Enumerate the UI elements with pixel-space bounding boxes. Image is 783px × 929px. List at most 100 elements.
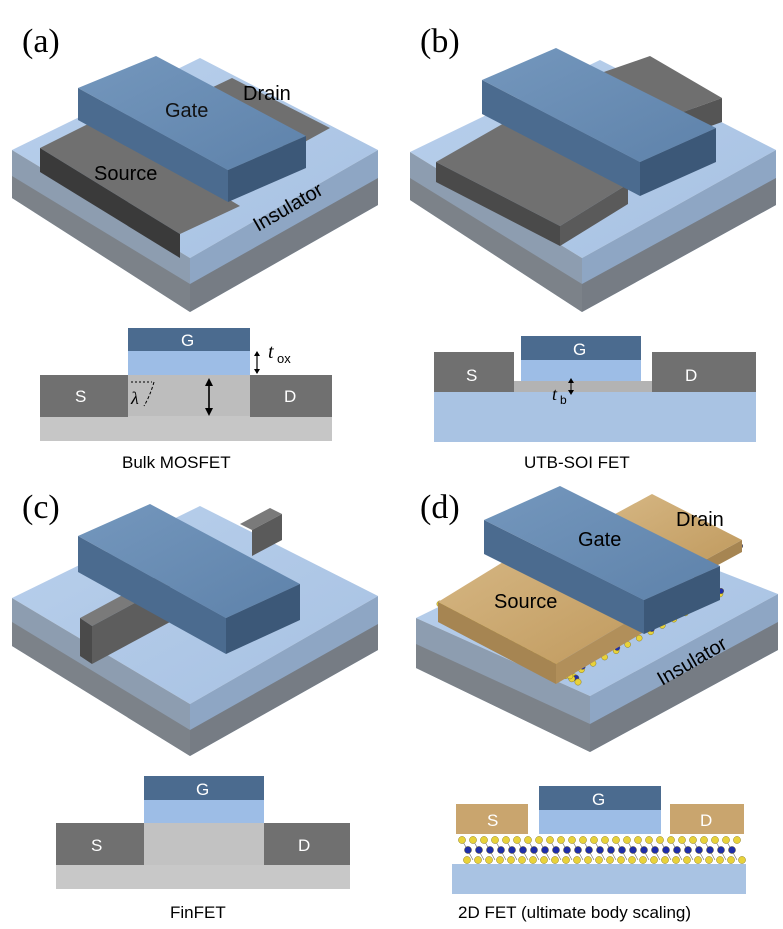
sulfur-atom <box>727 856 735 864</box>
xs-gate-label: G <box>573 340 586 359</box>
sulfur-atom <box>606 856 614 864</box>
panel-b-tag: (b) <box>420 23 460 60</box>
sulfur-atom <box>469 836 477 844</box>
xs-drain-label: D <box>700 811 712 830</box>
sulfur-atom <box>612 836 620 844</box>
source-block <box>40 375 128 417</box>
gate-top <box>482 48 716 162</box>
metal-atom <box>585 846 593 854</box>
sulfur-atom <box>474 856 482 864</box>
caption-d: 2D FET (ultimate body scaling) <box>458 903 691 922</box>
metal-atom <box>673 846 681 854</box>
sulfur-atom <box>540 856 548 864</box>
metal-atom <box>640 846 648 854</box>
sulfur-atom <box>617 856 625 864</box>
gate-top <box>78 56 306 170</box>
lambda-symbol: λ <box>130 388 139 408</box>
sulfur-atom <box>524 836 532 844</box>
metal-atom <box>530 846 538 854</box>
panel-c-3d-device <box>12 504 378 756</box>
source-gold <box>438 548 644 664</box>
sulfur-atom <box>595 856 603 864</box>
sulfur-atom <box>574 678 582 686</box>
panel-a-cross-section: G S D t ox λ Bulk MOSFET <box>40 328 332 472</box>
xs-gate-label: G <box>592 790 605 809</box>
xs-source-label: S <box>487 811 498 830</box>
thin-body <box>514 381 652 392</box>
metal-atom <box>541 846 549 854</box>
metal-atom <box>563 846 571 854</box>
source-raised <box>436 122 628 226</box>
panel-a-tag: (a) <box>22 23 60 60</box>
sulfur-atom <box>645 836 653 844</box>
buried-oxide <box>434 392 756 442</box>
metal-atom <box>552 846 560 854</box>
sulfur-atom <box>694 856 702 864</box>
metal-atom <box>519 846 527 854</box>
xs-source-label: S <box>466 366 477 385</box>
sulfur-atom <box>639 856 647 864</box>
metal-atom <box>706 846 714 854</box>
panel-c-cross-section: G S D FinFET <box>56 776 350 922</box>
drain-label: Drain <box>676 509 724 531</box>
metal-atom <box>662 846 670 854</box>
metal-atom <box>607 846 615 854</box>
gate-top <box>484 486 720 600</box>
tb-subscript: b <box>560 393 567 407</box>
drain-gold <box>604 494 742 566</box>
sulfur-atom <box>463 856 471 864</box>
sulfur-atom <box>678 836 686 844</box>
sulfur-atom <box>496 856 504 864</box>
sulfur-atom <box>584 856 592 864</box>
sulfur-atom <box>491 836 499 844</box>
panel-a: (a) Gate Drain Source Insulator <box>12 23 378 472</box>
metal-atom <box>728 846 736 854</box>
source-side <box>40 148 180 258</box>
tox-subscript: ox <box>277 351 291 366</box>
sulfur-atom <box>590 836 598 844</box>
metal-atom <box>629 846 637 854</box>
insulator-base <box>452 864 746 894</box>
gate-label: Gate <box>165 100 208 122</box>
sulfur-atom <box>650 856 658 864</box>
drain-block <box>250 375 332 417</box>
metal-atom <box>695 846 703 854</box>
metal-atom <box>464 846 472 854</box>
panel-b-3d-device <box>410 48 776 312</box>
xs-source-label: S <box>91 836 102 855</box>
panel-d-3d-device: Gate Drain Source Insulator <box>416 486 778 752</box>
sulfur-atom <box>518 856 526 864</box>
sulfur-atom <box>689 836 697 844</box>
xs-gate-label: G <box>181 331 194 350</box>
fin-back <box>240 508 282 530</box>
sulfur-atom <box>683 856 691 864</box>
panel-d-tag: (d) <box>420 489 460 526</box>
metal-atom <box>497 846 505 854</box>
sulfur-atom <box>672 856 680 864</box>
sulfur-atom <box>573 856 581 864</box>
sulfur-atom <box>458 836 466 844</box>
metal-atom <box>508 846 516 854</box>
sulfur-atom <box>502 836 510 844</box>
metal-atom <box>684 846 692 854</box>
sulfur-atom <box>656 836 664 844</box>
sulfur-atom <box>722 836 730 844</box>
panel-b-cross-section: G S D t b UTB-SOI FET <box>434 336 756 472</box>
gate-front <box>78 88 228 202</box>
metal-atom <box>717 846 725 854</box>
sulfur-atom <box>551 856 559 864</box>
xs-drain-label: D <box>298 836 310 855</box>
source-label: Source <box>94 163 157 185</box>
source-region <box>40 120 240 234</box>
sulfur-atom <box>513 836 521 844</box>
metal-atom <box>475 846 483 854</box>
sulfur-atom <box>667 836 675 844</box>
sulfur-atom <box>623 836 631 844</box>
panel-a-3d-device: Gate Drain Source Insulator <box>12 56 378 312</box>
caption-c: FinFET <box>170 903 226 922</box>
metal-atom <box>618 846 626 854</box>
panel-b: (b) G S D <box>410 23 776 472</box>
xs-drain-label: D <box>284 387 296 406</box>
sulfur-atom <box>700 836 708 844</box>
